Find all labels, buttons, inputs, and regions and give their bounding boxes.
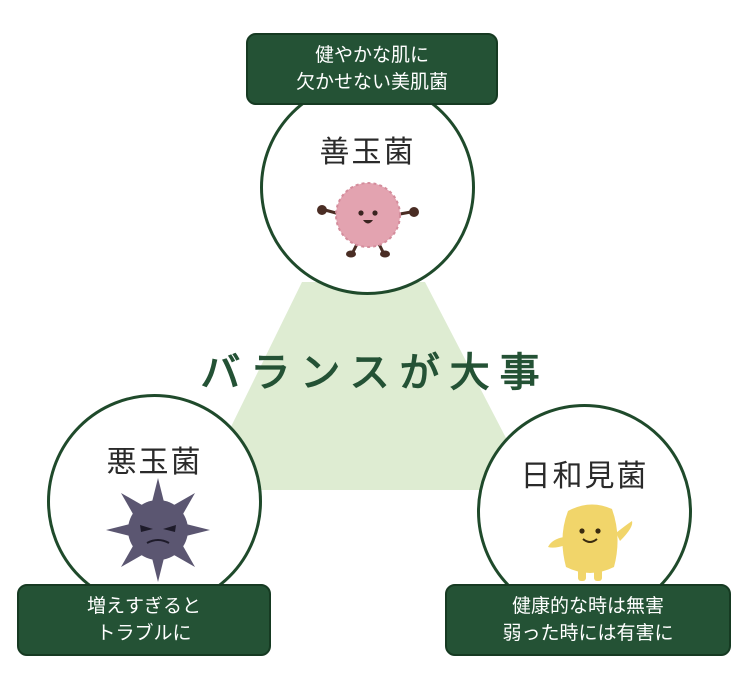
neutral-bacteria-title: 日和見菌 bbox=[520, 459, 649, 494]
good-bacteria-circle: 善玉菌 bbox=[260, 80, 475, 295]
good-bacteria-title: 善玉菌 bbox=[319, 135, 416, 170]
neutral-caption-line-2: 弱った時には有害に bbox=[502, 622, 674, 644]
good-bacteria-caption: 健やかな肌に 欠かせない美肌菌 bbox=[246, 33, 498, 105]
bad-bacteria-circle: 悪玉菌 bbox=[47, 394, 262, 609]
neutral-bacteria-circle: 日和見菌 bbox=[477, 404, 692, 619]
neutral-caption-line-1: 健康的な時は無害 bbox=[511, 595, 664, 617]
good-bacteria-character bbox=[317, 182, 419, 258]
balance-heading: バランスが大事 bbox=[200, 350, 550, 396]
neutral-bacteria-caption: 健康的な時は無害 弱った時には有害に bbox=[445, 584, 731, 656]
bad-caption-line-1: 増えすぎると bbox=[86, 595, 201, 617]
good-caption-line-1: 健やかな肌に bbox=[314, 44, 429, 66]
bad-caption-line-2: トラブルに bbox=[96, 622, 192, 644]
bad-bacteria-title: 悪玉菌 bbox=[106, 445, 203, 480]
bad-bacteria-character bbox=[106, 478, 210, 582]
bad-bacteria-caption: 増えすぎると トラブルに bbox=[17, 584, 271, 656]
neutral-bacteria-character bbox=[548, 504, 633, 581]
good-caption-line-2: 欠かせない美肌菌 bbox=[295, 71, 448, 93]
